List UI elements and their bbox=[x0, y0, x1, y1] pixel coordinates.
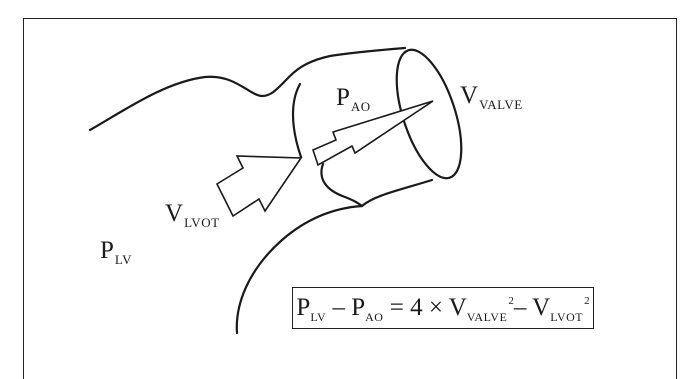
eq-p-ao-subscript: AO bbox=[365, 310, 384, 324]
diagram-canvas: PAO VVALVE VLVOT PLV PLV – PAO = 4 × VVA… bbox=[23, 18, 677, 379]
p-lv-subscript: LV bbox=[114, 252, 133, 267]
eq-p-lv-symbol: P bbox=[296, 294, 311, 321]
eq-v-valve-symbol: V bbox=[448, 294, 467, 321]
aorta-lower-wall bbox=[360, 178, 434, 208]
label-p-ao: PAO bbox=[336, 85, 371, 113]
bernoulli-equation: PLV – PAO = 4 × VVALVE2– VLVOT2 bbox=[293, 294, 593, 325]
label-p-lv: PLV bbox=[100, 238, 132, 266]
v-valve-subscript: VALVE bbox=[479, 97, 523, 112]
p-lv-symbol: P bbox=[100, 237, 114, 264]
lv-lower-wall bbox=[235, 204, 364, 335]
v-valve-symbol: V bbox=[460, 82, 479, 109]
bernoulli-equation-box: PLV – PAO = 4 × VVALVE2– VLVOT2 bbox=[292, 287, 594, 329]
valve-leaflet-lower bbox=[320, 162, 364, 208]
figure-frame bbox=[23, 18, 677, 379]
eq-v-lvot-exponent: 2 bbox=[584, 295, 590, 307]
valve-jet-arrow bbox=[312, 100, 434, 167]
eq-minus-2: – bbox=[513, 294, 533, 321]
lvot-flow-arrow bbox=[215, 155, 303, 218]
p-ao-symbol: P bbox=[336, 84, 350, 111]
label-v-lvot: VLVOT bbox=[165, 201, 220, 229]
lv-upper-wall bbox=[88, 46, 407, 132]
eq-v-lvot-symbol: V bbox=[532, 294, 551, 321]
p-ao-subscript: AO bbox=[350, 99, 371, 114]
eq-equals-four-times: = 4 × bbox=[383, 294, 449, 321]
label-v-valve: VVALVE bbox=[460, 83, 523, 111]
eq-v-valve-exponent: 2 bbox=[508, 295, 514, 307]
eq-v-valve-subscript: VALVE bbox=[466, 310, 508, 324]
valve-leaflet-upper bbox=[291, 82, 303, 159]
eq-minus-1: – bbox=[326, 294, 352, 321]
eq-p-ao-symbol: P bbox=[351, 294, 366, 321]
eq-v-lvot-subscript: LVOT bbox=[550, 310, 584, 324]
v-lvot-subscript: LVOT bbox=[184, 215, 220, 230]
eq-p-lv-subscript: LV bbox=[310, 310, 327, 324]
valve-orifice-ellipse bbox=[395, 48, 463, 180]
v-lvot-symbol: V bbox=[165, 200, 184, 227]
heart-diagram-drawing bbox=[88, 46, 463, 335]
